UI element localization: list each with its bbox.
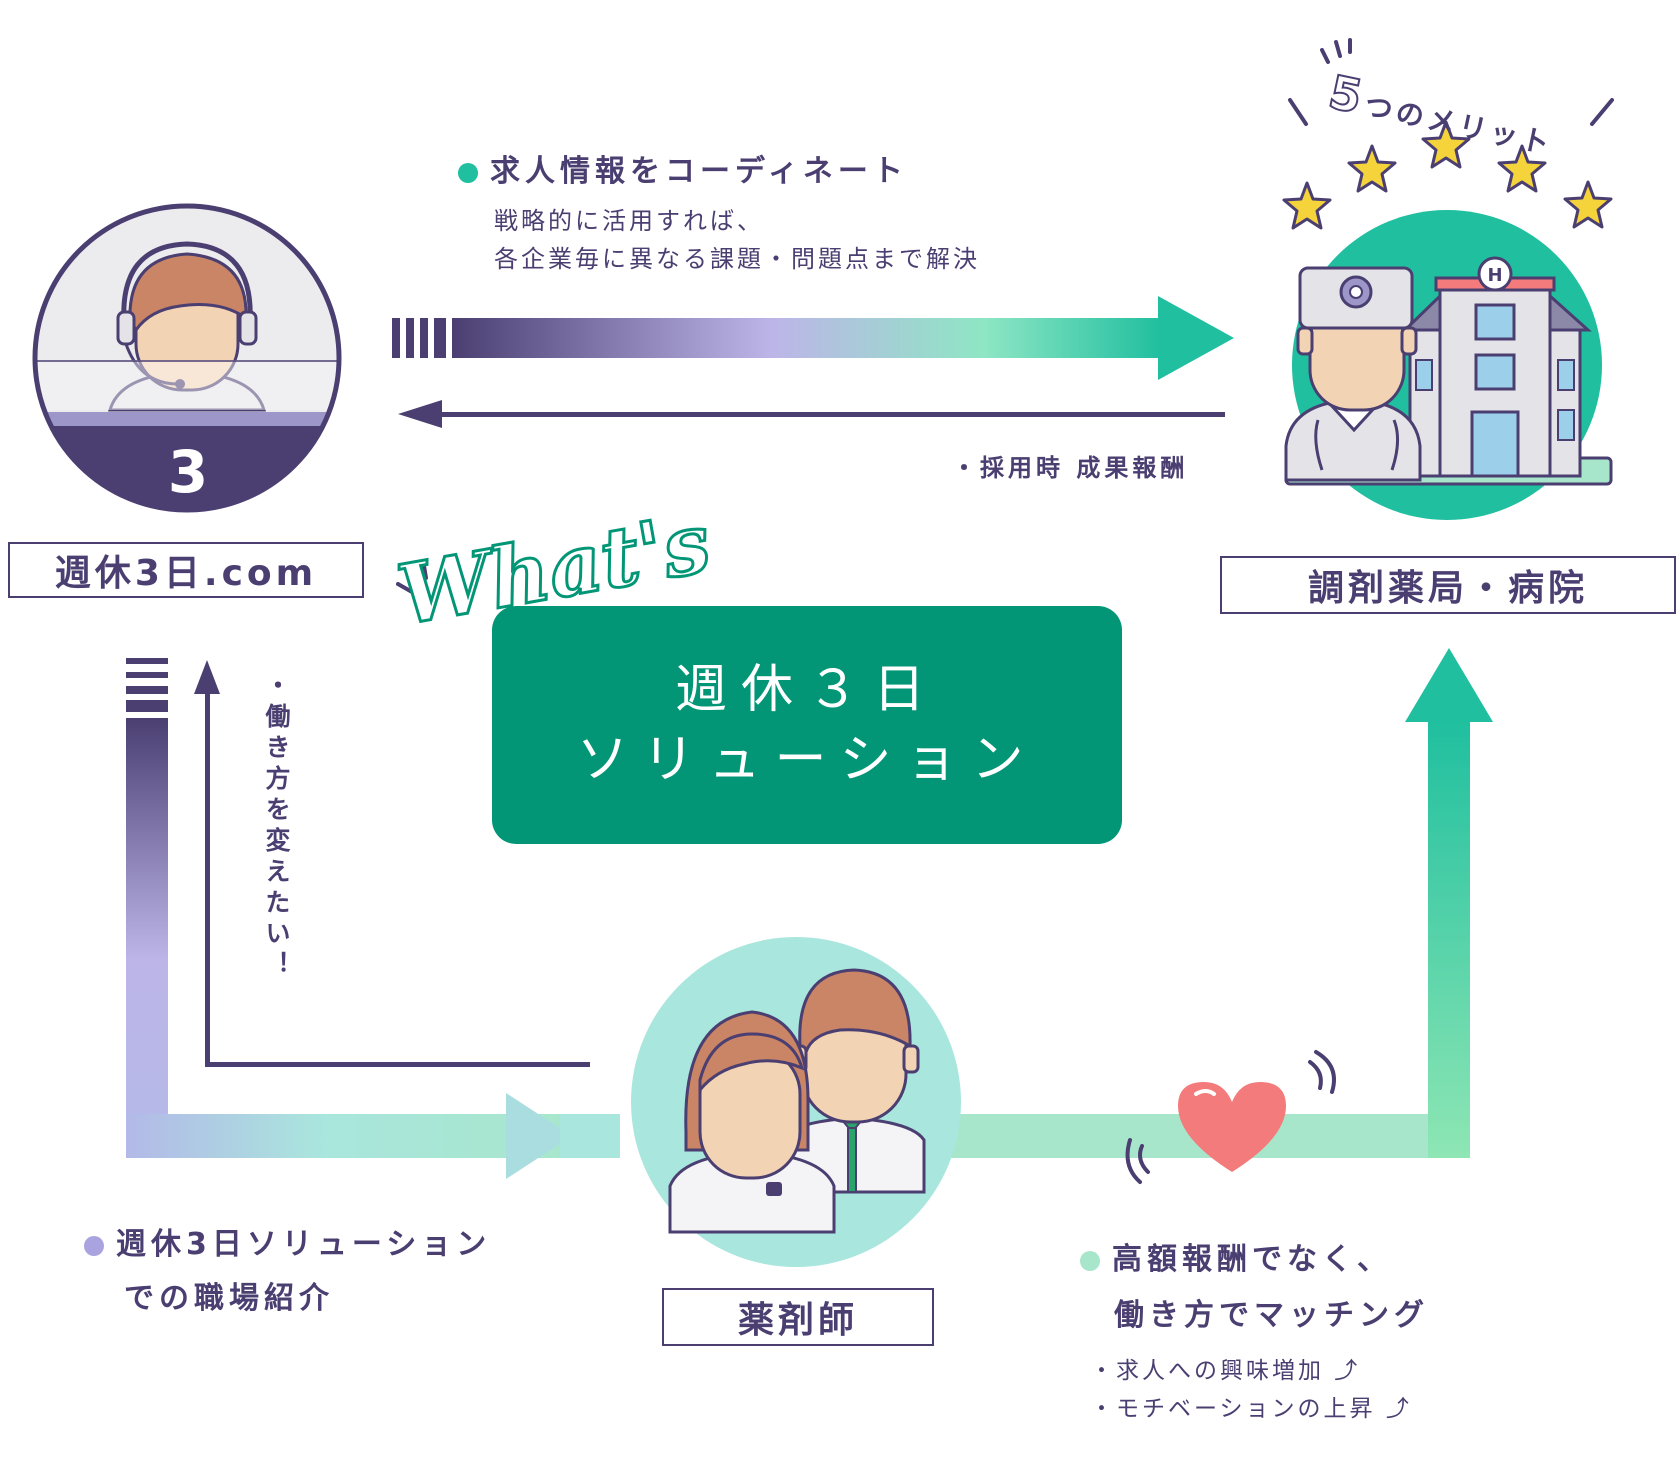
- operator-label: 週休3日.com: [8, 542, 364, 598]
- teal-dot-icon: [458, 162, 478, 183]
- up-thin-arrow: [194, 660, 590, 1067]
- merit-stars: [1282, 120, 1613, 230]
- star-icon: [1347, 144, 1397, 193]
- star-icon: [1282, 181, 1332, 230]
- center-line-2: ソリューション: [576, 730, 1038, 790]
- right-flow-bullets: ・求人への興味増加 ⤴ ・モチベーションの上昇 ⤴: [1090, 1358, 1412, 1422]
- employer-illustration: H: [1284, 210, 1613, 520]
- star-icon: [1421, 120, 1471, 169]
- employer-label: 調剤薬局・病院: [1220, 556, 1676, 614]
- return-note: ・採用時 成果報酬: [952, 454, 1189, 482]
- operator-badge-number: 3: [167, 438, 209, 506]
- star-icon: [1497, 144, 1547, 193]
- sparkle-lines: [396, 38, 1614, 594]
- left-flow-heading: 週休3日ソリューション での職場紹介: [84, 1218, 491, 1326]
- center-solution-box: 週休３日 ソリューション: [492, 606, 1122, 844]
- top-flow-description: 戦略的に活用すれば、 各企業毎に異なる課題・問題点まで解決: [494, 207, 980, 273]
- left-flow-arrow: [126, 658, 620, 1179]
- center-line-1: 週休３日: [674, 660, 939, 720]
- star-icon: [1563, 180, 1613, 229]
- svg-text:H: H: [1487, 265, 1502, 286]
- lavender-dot-icon: [84, 1235, 104, 1256]
- top-arrow: [392, 296, 1234, 380]
- top-flow-heading: 求人情報をコーディネート: [458, 146, 908, 190]
- right-flow-heading: 高額報酬でなく、 働き方でマッチング: [1080, 1232, 1429, 1344]
- return-arrow: [398, 400, 1225, 428]
- mint-dot-icon: [1080, 1250, 1100, 1271]
- heart-icon: [1125, 1050, 1336, 1184]
- vertical-note: ・働き方を変えたい！: [262, 672, 291, 982]
- pharmacist-label: 薬剤師: [662, 1288, 934, 1346]
- pharmacist-illustration: [631, 937, 961, 1267]
